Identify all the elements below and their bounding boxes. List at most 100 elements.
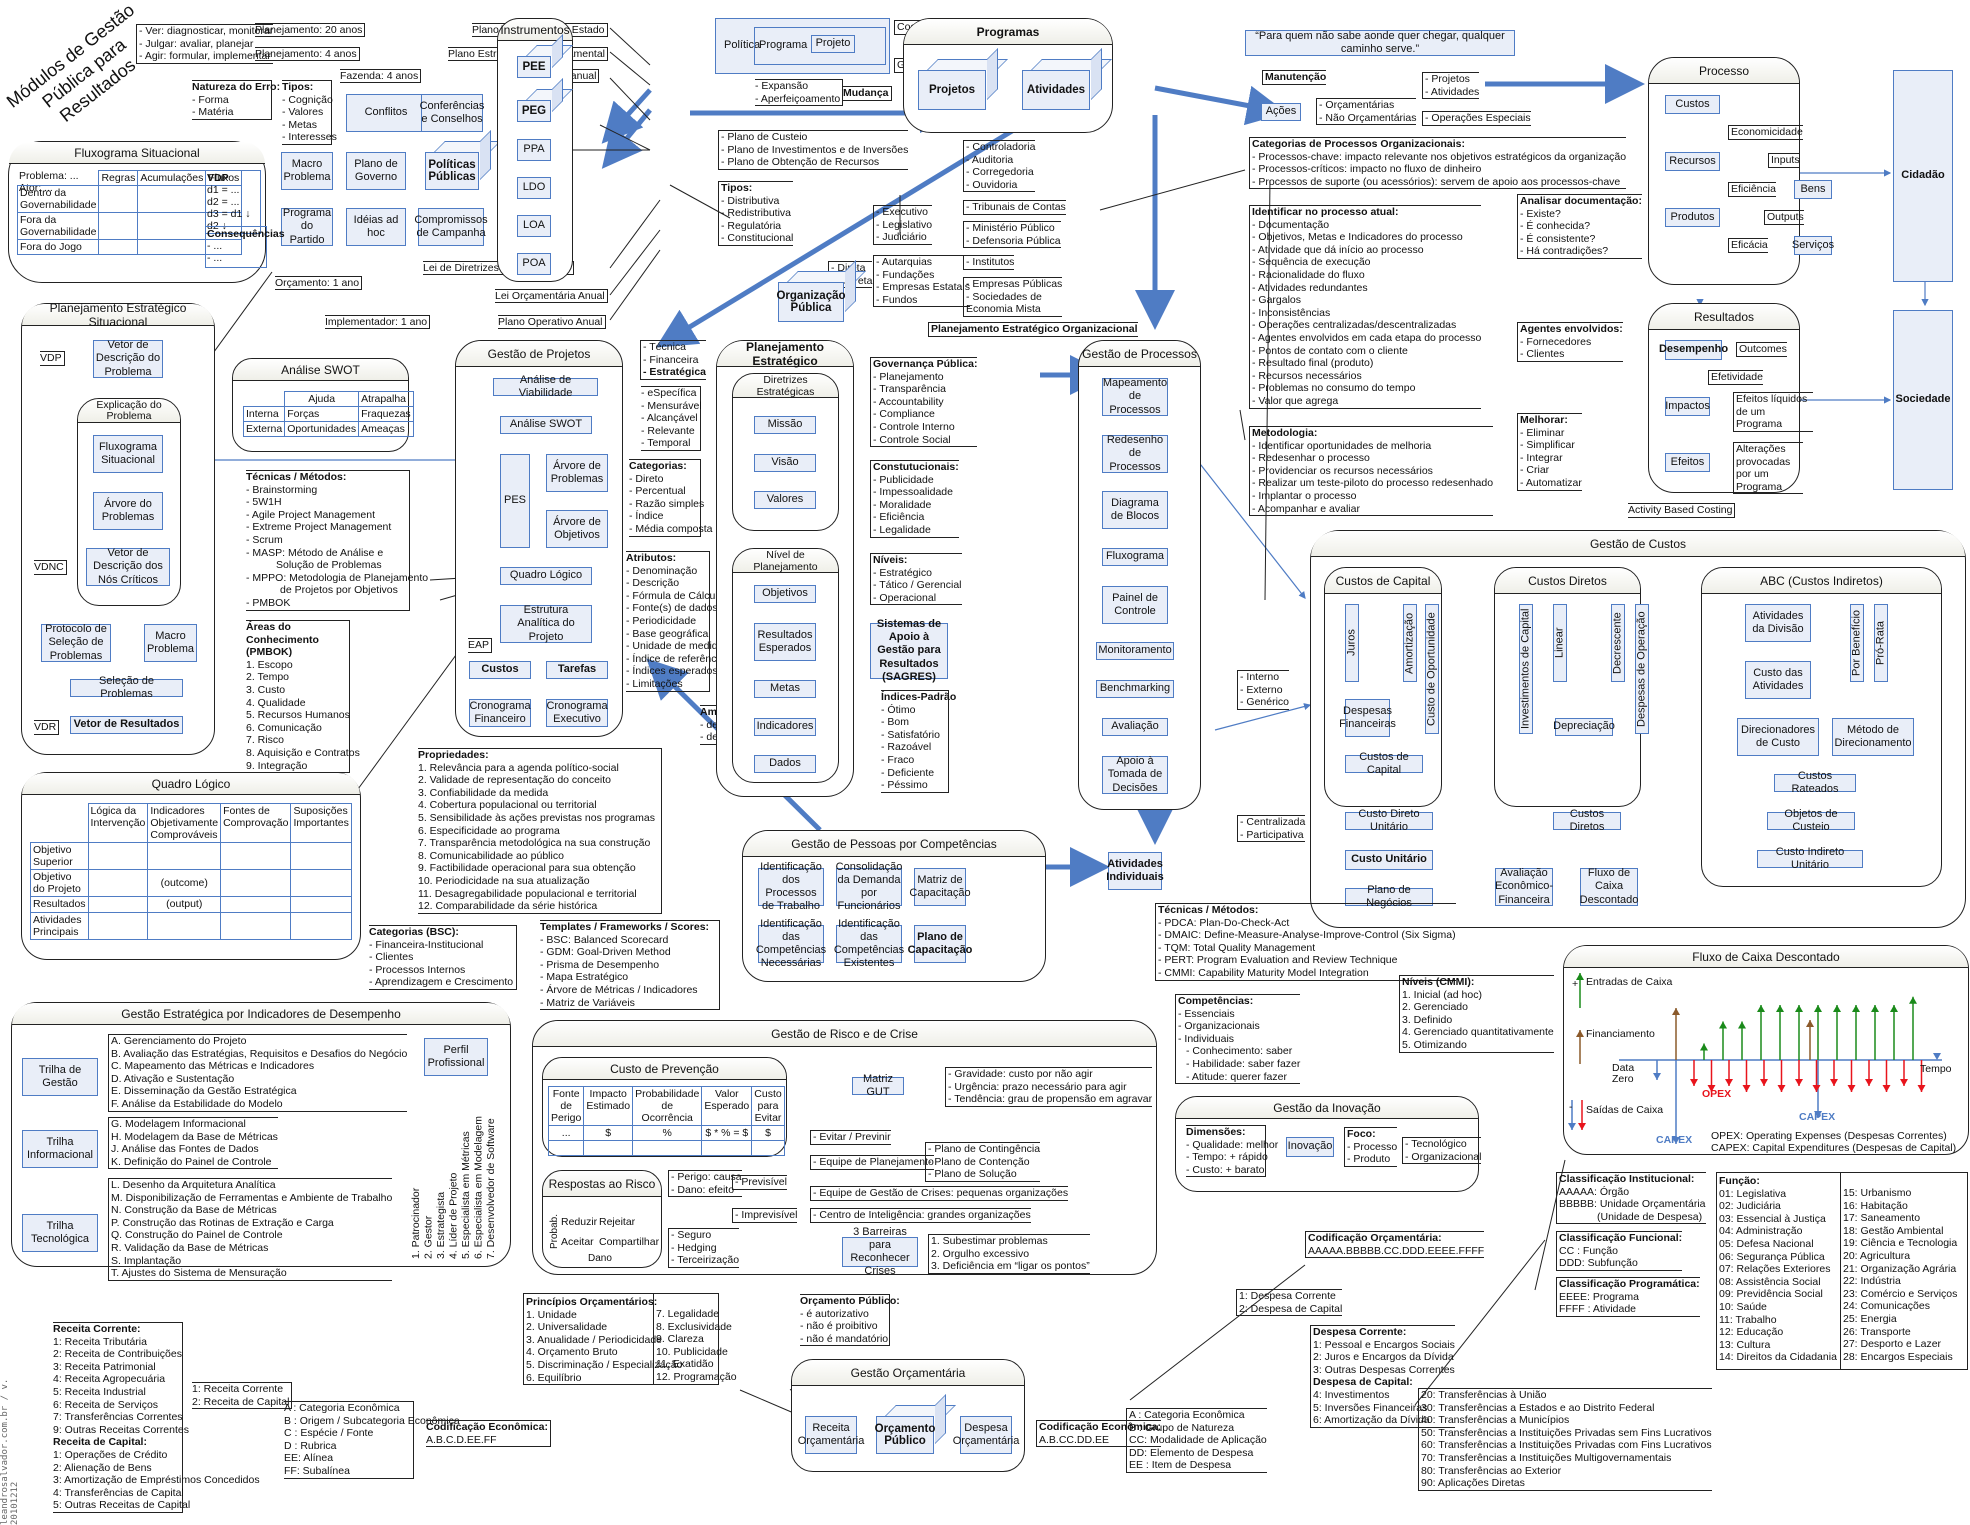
box-apoio-decisoes[interactable]: Apoio à Tomada de Decisões [1102, 755, 1168, 794]
box-despesa-orcamentaria[interactable]: Despesa Orçamentária [953, 1416, 1019, 1454]
box-plano-capacitacao[interactable]: Plano de Capacitação [908, 925, 972, 963]
box-cronograma-financeiro[interactable]: Cronograma Financeiro [469, 699, 531, 727]
box-ident-competencias-necessarias[interactable]: Identificação das Competências Necessári… [756, 918, 826, 970]
box-ideias-ad-hoc[interactable]: Idéias ad hoc [346, 208, 406, 246]
box-tarefas[interactable]: Tarefas [546, 661, 608, 679]
box-mapeamento[interactable]: Mapeamento de Processos [1102, 377, 1168, 416]
box-3-barreiras[interactable]: 3 Barreiras para Reconhecer Crises [842, 1226, 918, 1277]
box-metas[interactable]: Metas [754, 680, 816, 698]
box-ppa[interactable]: PPA [517, 139, 551, 161]
box-perfil-profissional[interactable]: Perfil Profissional [424, 1038, 488, 1076]
box-custos-rateados[interactable]: Custos Rateados [1774, 770, 1856, 795]
box-pes[interactable]: PES [500, 454, 530, 548]
box-custos-capital[interactable]: Custos de Capital [1345, 751, 1423, 776]
box-consolidacao-demanda[interactable]: Consolidação da Demanda por Funcionários [836, 861, 903, 913]
box-desempenho[interactable]: Desempenho [1659, 340, 1728, 360]
box-trilha-informacional[interactable]: Trilha Informacional [22, 1130, 98, 1168]
box-bens[interactable]: Bens [1794, 180, 1832, 199]
box-monitoramento[interactable]: Monitoramento [1096, 642, 1174, 660]
box-peg[interactable]: PEG [517, 100, 551, 122]
box-visao[interactable]: Visão [754, 454, 816, 472]
box-linear[interactable]: Linear [1553, 604, 1567, 682]
box-por-beneficio[interactable]: Por Benefício [1850, 604, 1864, 682]
box-macro-problema-pes[interactable]: Macro Problema [144, 624, 197, 662]
box-conferencias[interactable]: Conferências e Conselhos [420, 94, 484, 132]
box-redesenho[interactable]: Redesenho de Processos [1102, 434, 1168, 473]
box-sociedade[interactable]: Sociedade [1893, 310, 1953, 490]
box-arvore-problemas[interactable]: Árvore do Problemas [93, 492, 163, 530]
box-macro-problema[interactable]: Macro Problema [281, 152, 333, 190]
box-analise-viabilidade[interactable]: Análise de Viabilidade [493, 374, 598, 399]
box-cronograma-executivo[interactable]: Cronograma Executivo [546, 699, 608, 727]
box-amortizacao[interactable]: Amortização [1403, 604, 1417, 682]
box-objetivos[interactable]: Objetivos [754, 585, 816, 603]
box-vetor-descricao-problema[interactable]: Vetor de Descrição do Problema [93, 339, 163, 378]
box-sagres[interactable]: Sistemas de Apoio à Gestão para Resultad… [870, 618, 948, 683]
box-acoes[interactable]: Ações [1261, 103, 1301, 121]
box-cidadao[interactable]: Cidadão [1893, 70, 1953, 282]
box-inovacao[interactable]: Inovação [1286, 1137, 1334, 1157]
box-despesas-financeiras[interactable]: Despesas Financeiras [1339, 699, 1396, 737]
box-missao[interactable]: Missão [754, 416, 816, 434]
box-arvore-objetivos[interactable]: Árvore de Objetivos [546, 510, 608, 548]
box-avaliacao-economico-financeira[interactable]: Avaliação Econômico-Financeira [1494, 867, 1554, 906]
box-loa[interactable]: LOA [517, 215, 551, 237]
box-custo-indireto-unitario[interactable]: Custo Indireto Unitário [1757, 846, 1863, 871]
box-custos-diretos[interactable]: Custos Diretos [1553, 808, 1621, 833]
box-organizacao-publica[interactable]: Organização Pública [776, 282, 846, 322]
box-painel-controle[interactable]: Painel de Controle [1102, 586, 1168, 624]
box-conflitos[interactable]: Conflitos [346, 94, 426, 132]
box-selecao-problemas[interactable]: Seleção de Problemas [70, 675, 183, 700]
box-indicadores[interactable]: Indicadores [754, 718, 816, 736]
box-avaliacao[interactable]: Avaliação [1102, 718, 1168, 736]
box-produtos[interactable]: Produtos [1665, 208, 1720, 227]
box-atividades-divisao[interactable]: Atividades da Divisão [1745, 604, 1811, 642]
box-ident-competencias-existentes[interactable]: Identificação das Competências Existente… [834, 918, 904, 970]
box-depreciacao[interactable]: Depreciação [1553, 718, 1615, 736]
box-plano-negocios[interactable]: Plano de Negócios [1345, 884, 1433, 909]
box-vetor-resultados[interactable]: Vetor de Resultados [70, 716, 183, 734]
box-matriz-capacitacao[interactable]: Matriz de Capacitação [909, 868, 971, 906]
box-custos-gp[interactable]: Custos [469, 661, 531, 679]
box-quadro-logico[interactable]: Quadro Lógico [500, 567, 592, 585]
box-diagrama-blocos[interactable]: Diagrama de Blocos [1102, 491, 1168, 529]
box-programa-partido[interactable]: Programa do Partido [281, 207, 333, 246]
box-trilha-gestao[interactable]: Trilha de Gestão [22, 1058, 98, 1096]
box-eap[interactable]: Estrutura Analítica do Projeto [500, 604, 592, 643]
box-efeitos[interactable]: Efeitos [1665, 453, 1710, 472]
box-vetor-nos-criticos[interactable]: Vetor de Descrição dos Nós Críticos [86, 547, 170, 586]
box-valores[interactable]: Valores [754, 491, 816, 509]
box-fluxograma-situacional[interactable]: Fluxograma Situacional [93, 435, 163, 473]
box-custo-oportunidade[interactable]: Custo de Oportunidade [1425, 604, 1439, 734]
box-fluxograma-gp[interactable]: Fluxograma [1102, 548, 1168, 566]
box-receita-orcamentaria[interactable]: Receita Orçamentária [798, 1416, 864, 1454]
box-juros[interactable]: Juros [1345, 604, 1359, 682]
box-direcionadores[interactable]: Direcionadores de Custo [1737, 718, 1819, 756]
box-investimentos-capital[interactable]: Investimentos de Capital [1519, 604, 1533, 734]
box-analise-swot[interactable]: Análise SWOT [500, 416, 592, 434]
box-objetos-custeio[interactable]: Objetos de Custeio [1767, 808, 1855, 833]
box-orcamento-publico[interactable]: Orçamento Público [875, 1416, 935, 1454]
box-arvore-problemas-gp[interactable]: Árvore de Problemas [546, 454, 608, 492]
box-trilha-tecnologica[interactable]: Trilha Tecnológica [22, 1214, 98, 1252]
box-politicas-publicas[interactable]: Políticas Públicas [425, 152, 479, 190]
box-benchmarking[interactable]: Benchmarking [1096, 680, 1174, 698]
box-despesas-operacao[interactable]: Despesas de Operação [1635, 604, 1649, 734]
box-decrescente[interactable]: Decrescente [1611, 604, 1625, 682]
box-protocolo[interactable]: Protocolo de Seleção de Problemas [41, 623, 111, 662]
box-recursos[interactable]: Recursos [1665, 152, 1720, 171]
box-servicos[interactable]: Serviços [1792, 236, 1834, 255]
box-poa[interactable]: POA [517, 253, 551, 275]
box-custo-atividades[interactable]: Custo das Atividades [1745, 661, 1811, 699]
box-atividades-individuais[interactable]: Atividades Individuais [1106, 852, 1164, 890]
box-pro-rata[interactable]: Pró-Rata [1874, 604, 1888, 682]
box-dados[interactable]: Dados [754, 755, 816, 773]
box-impactos[interactable]: Impactos [1665, 397, 1710, 416]
box-pee[interactable]: PEE [517, 56, 551, 78]
box-compromissos[interactable]: Compromissos de Campanha [414, 208, 488, 246]
box-custo-direto-unitario[interactable]: Custo Direto Unitário [1345, 808, 1433, 833]
box-ldo[interactable]: LDO [517, 177, 551, 199]
box-custo-unitario[interactable]: Custo Unitário [1345, 850, 1433, 870]
box-plano-governo[interactable]: Plano de Governo [346, 152, 406, 190]
box-fluxo-caixa-descontado[interactable]: Fluxo de Caixa Descontado [1579, 867, 1639, 906]
